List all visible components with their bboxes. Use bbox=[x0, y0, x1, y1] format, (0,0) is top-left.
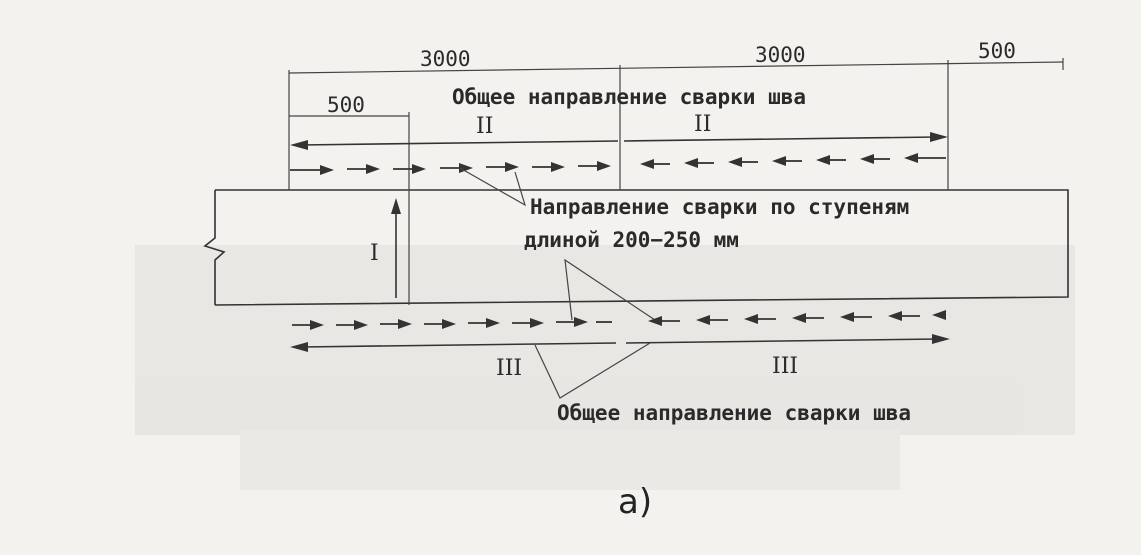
dim-3000-left: 3000 bbox=[420, 47, 471, 71]
figure-caption: а) bbox=[618, 482, 652, 522]
dimension-lines bbox=[288, 58, 1064, 305]
section-I-label: I bbox=[370, 241, 379, 266]
section-II-right-label: II bbox=[694, 112, 711, 137]
plate-outline bbox=[203, 189, 1069, 306]
bottom-general-arrows bbox=[290, 334, 950, 352]
bottom-general-direction-label: Общее направление сварки шва bbox=[557, 401, 911, 425]
bottom-step-arrows bbox=[292, 310, 946, 330]
middle-leader-lines bbox=[564, 258, 656, 321]
section-III-right-label: III bbox=[772, 354, 798, 379]
top-step-arrows bbox=[290, 153, 946, 175]
top-leader-lines bbox=[459, 167, 527, 207]
top-general-arrows bbox=[290, 132, 948, 150]
dim-500-left: 500 bbox=[327, 93, 365, 117]
vertical-arrow-I bbox=[391, 198, 401, 298]
dim-500-right: 500 bbox=[978, 39, 1016, 63]
step-direction-label-line1: Направление сварки по ступеням bbox=[530, 195, 909, 219]
top-right-general-arrowhead bbox=[930, 132, 948, 142]
dim-3000-right: 3000 bbox=[755, 43, 806, 67]
section-II-left-label: II bbox=[476, 114, 493, 139]
bottom-leader-lines bbox=[534, 342, 651, 399]
bottom-left-general-arrowhead bbox=[290, 342, 308, 352]
step-direction-label-line2: длиной 200−250 мм bbox=[524, 228, 739, 252]
section-III-left-label: III bbox=[496, 356, 522, 381]
background-ghost bbox=[135, 245, 1075, 490]
top-general-direction-label: Общее направление сварки шва bbox=[452, 85, 806, 109]
top-left-general-arrowhead bbox=[290, 140, 308, 150]
bottom-right-general-arrowhead bbox=[932, 334, 950, 344]
